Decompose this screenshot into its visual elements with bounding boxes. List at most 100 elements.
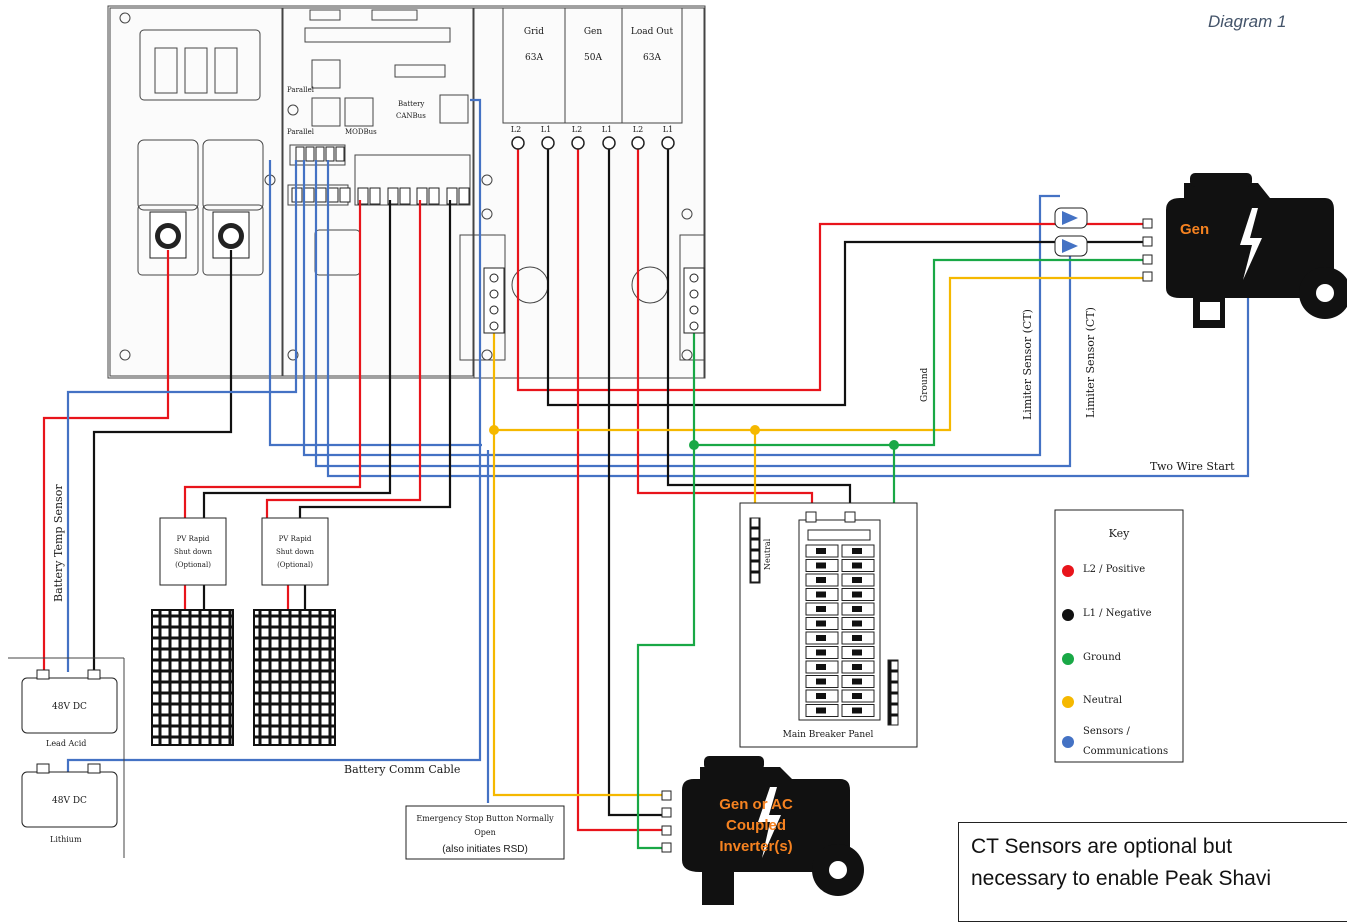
generator: Gen — [1142, 173, 1347, 328]
comm-section — [282, 7, 474, 377]
battery-lithium: 48V DC Lithium — [21, 763, 118, 844]
wire-grid-l1 — [546, 140, 1150, 407]
wire-ct-1 — [302, 160, 1060, 457]
panel-breaker-switch — [816, 620, 826, 627]
ac-coupled-generator: Gen or AC Coupled Inverter(s) — [661, 756, 864, 905]
ct-note-line-1: CT Sensors are optional but — [971, 835, 1233, 858]
panel-breaker-switch — [816, 591, 826, 598]
ac-terminals — [511, 136, 675, 150]
panel-breaker-switch — [852, 664, 862, 670]
panel-breaker-switch — [816, 664, 826, 670]
svg-text:(also initiates RSD): (also initiates RSD) — [442, 844, 528, 855]
main-breaker-panel: Neutral Main Breaker Panel — [739, 502, 918, 748]
parallel-label: Parallel — [287, 128, 315, 136]
neutral-bar-label: Neutral — [763, 538, 772, 570]
battery-port-label: Battery — [398, 100, 424, 108]
pv-input-terminals — [354, 154, 471, 206]
terminal-label: L1 — [663, 125, 673, 134]
wire-ground-main — [692, 258, 1150, 447]
svg-text:Open: Open — [474, 828, 496, 837]
svg-text:(Optional): (Optional) — [277, 561, 313, 569]
comm-terminal-block — [289, 144, 346, 166]
svg-text:(Optional): (Optional) — [175, 561, 211, 569]
panel-breaker-switch — [816, 693, 826, 699]
panel-breaker-switch — [852, 620, 862, 627]
svg-text:Lead Acid: Lead Acid — [46, 739, 86, 748]
ct-note-box: CT Sensors are optional but necessary to… — [958, 822, 1347, 922]
wire-battery-comm — [66, 98, 482, 775]
ac-terminal-labels: L2 L1 L2 L1 L2 L1 — [511, 125, 673, 134]
wire-pv1-neg — [202, 200, 392, 520]
pv-rapid-shutdown-2: PV Rapid Shut down (Optional) — [261, 517, 329, 586]
battery-section — [109, 7, 283, 377]
main-breaker-panel-label: Main Breaker Panel — [783, 730, 874, 740]
panel-breaker-switch — [852, 562, 862, 569]
terminal-label: L2 — [511, 125, 521, 134]
modbus-label: MODBus — [345, 128, 377, 136]
legend-label-sensors: Sensors / — [1083, 726, 1130, 737]
battery-lead-acid: 48V DC Lead Acid — [21, 669, 118, 748]
wire-gen-start — [326, 160, 1250, 478]
battery-comm-cable-label: Battery Comm Cable — [344, 763, 460, 776]
legend-swatch-l1 — [1062, 609, 1074, 621]
terminal-label: L2 — [572, 125, 582, 134]
panel-breaker-switch — [852, 591, 862, 598]
canbus-port — [439, 94, 469, 124]
panel-breaker-switch — [852, 606, 862, 612]
terminal-label: L2 — [633, 125, 643, 134]
emergency-stop-box: Emergency Stop Button Normally Open (als… — [405, 805, 565, 860]
svg-text:Lithium: Lithium — [50, 835, 82, 844]
breaker-grid-rating: 63A — [525, 53, 543, 63]
panel-breaker-switch — [816, 649, 826, 656]
inverter-bus-bars — [483, 267, 705, 334]
wire-neutral-main — [492, 276, 1150, 432]
ac-coupled-label-1: Gen or AC — [719, 796, 793, 813]
panel-breaker-switch — [816, 635, 826, 641]
ct-sensors — [1054, 207, 1088, 257]
wire-battery-negative — [92, 250, 233, 672]
panel-breaker-switch — [816, 562, 826, 569]
wire-neutral-ac — [492, 430, 667, 797]
wire-ground-ac — [636, 445, 696, 850]
legend-swatch-neutral — [1062, 696, 1074, 708]
legend-swatch-sensors — [1062, 736, 1074, 748]
limiter-sensor-label-2: Limiter Sensor (CT) — [1084, 307, 1097, 418]
svg-text:Emergency Stop Button Normally: Emergency Stop Button Normally — [416, 814, 554, 823]
panel-breaker-switch — [816, 577, 826, 583]
svg-text:48V DC: 48V DC — [52, 702, 87, 712]
legend-label-l2: L2 / Positive — [1083, 564, 1145, 575]
panel-breaker-switch — [852, 548, 862, 554]
wire-gen-l1 — [607, 140, 667, 817]
parallel-port-1 — [311, 59, 341, 89]
svg-text:PV Rapid: PV Rapid — [177, 535, 210, 543]
wire-battery-positive — [42, 250, 170, 672]
battery-temp-sensor-label: Battery Temp Sensor — [52, 484, 65, 602]
wire-pv1-pos — [183, 200, 362, 520]
solar-panel-2 — [253, 609, 336, 746]
panel-breaker-switch — [852, 649, 862, 656]
legend-label-neutral: Neutral — [1083, 695, 1122, 706]
wire-pv2-neg — [298, 200, 452, 520]
two-wire-start-label: Two Wire Start — [1150, 460, 1235, 473]
panel-breaker-switch — [852, 678, 862, 685]
legend-label-l1: L1 / Negative — [1083, 608, 1152, 619]
legend-swatch-ground — [1062, 653, 1074, 665]
panel-breaker-switch — [852, 707, 862, 714]
svg-text:PV Rapid: PV Rapid — [279, 535, 312, 543]
generator-label: Gen — [1180, 221, 1209, 238]
ac-coupled-label-3: Inverter(s) — [719, 838, 792, 855]
legend-swatch-l2 — [1062, 565, 1074, 577]
canbus-port-label: CANBus — [396, 112, 426, 120]
port-labels: Parallel Parallel MODBus Battery CANBus — [287, 86, 426, 136]
ac-coupled-label-2: Coupled — [726, 817, 786, 834]
solar-panel-1 — [151, 609, 234, 746]
legend: Key L2 / Positive L1 / Negative Ground N… — [1054, 509, 1184, 763]
breaker-gen-name: Gen — [584, 27, 603, 37]
pv-rapid-shutdown-1: PV Rapid Shut down (Optional) — [159, 517, 227, 586]
limiter-sensor-label-1: Limiter Sensor (CT) — [1021, 309, 1034, 420]
parallel-label: Parallel — [287, 86, 315, 94]
panel-breaker-switch — [852, 577, 862, 583]
legend-label-communications: Communications — [1083, 746, 1168, 757]
panel-breaker-switch — [816, 707, 826, 714]
svg-text:48V DC: 48V DC — [52, 796, 87, 806]
